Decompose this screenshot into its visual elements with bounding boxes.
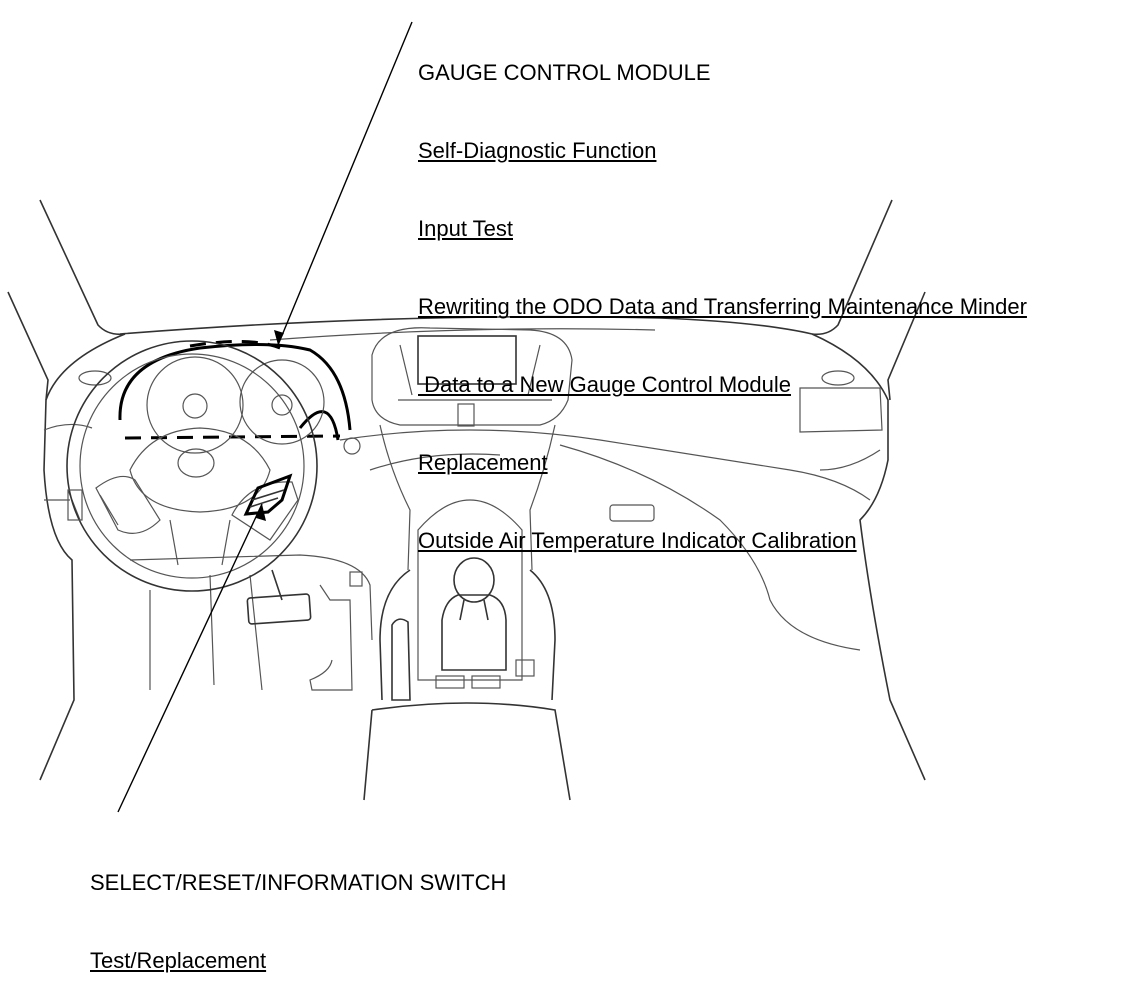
right-air-vent [821,370,855,386]
rewriting-odo-data-link[interactable]: Rewriting the ODO Data and Transferring … [418,294,1027,319]
switch-leader-arrow [256,504,266,521]
shift-knob-neck [459,599,489,621]
test-replacement-link[interactable]: Test/Replacement [90,948,267,973]
brake-pedal [246,593,312,625]
center-stack-body [379,424,556,571]
switch-leader [117,503,263,813]
console-button-right [471,675,501,689]
replacement-link[interactable]: Replacement [418,450,548,475]
right-outer-pillar [887,291,926,401]
steering-wheel-rim [66,340,318,592]
outside-air-temperature-calibration-link[interactable]: Outside Air Temperature Indicator Calibr… [418,528,857,553]
brake-pedal-arm [271,569,283,601]
dashboard-top [119,315,813,335]
switch-detail [249,489,285,508]
steering-wheel-rim-inner [79,353,305,579]
left-panel-switch [67,489,83,521]
left-spoke [95,475,161,534]
steering-wheel-hub [129,427,271,513]
center-console [379,569,556,701]
accelerator-pedal [309,584,353,691]
console-button-left [435,675,465,689]
gauge-control-module-leader [277,21,413,346]
rewriting-odo-data-link-cont[interactable]: Data to a New Gauge Control Module [418,372,791,397]
dashboard-upper-line [269,328,656,341]
footrest [349,571,363,587]
dashboard-left-end [39,333,126,781]
driver-knee-panel [129,554,373,641]
console-side-switch [515,659,535,677]
left-gauge [146,356,244,454]
gauge-control-module-title: GAUGE CONTROL MODULE [418,60,711,85]
parking-brake [391,618,411,701]
self-diagnostic-function-link[interactable]: Self-Diagnostic Function [418,138,657,163]
left-air-vent [78,370,112,386]
emblem [177,448,215,478]
left-a-pillar [39,199,126,336]
navigation-screen [417,335,517,385]
shift-boot [441,594,507,671]
dash-lower-sweep [339,429,871,501]
right-dash-trim [799,387,883,471]
gauge-leader-arrow [274,330,284,345]
center-console-opening [417,499,523,681]
ignition-switch [343,437,361,455]
armrest [363,702,571,801]
select-reset-information-switch-callout: SELECT/RESET/INFORMATION SWITCH Test/Rep… [90,818,506,1000]
glove-box-handle [609,504,655,522]
lower-spoke [169,519,231,566]
left-outer-pillar [7,291,49,401]
center-stack-hood [371,327,573,426]
select-reset-information-switch-title: SELECT/RESET/INFORMATION SWITCH [90,870,507,895]
select-reset-information-switch-part [243,473,293,516]
input-test-link[interactable]: Input Test [418,216,513,241]
right-gauge-hub [271,394,293,416]
cluster-dashed-top [189,340,281,350]
left-gauge-hub [182,393,208,419]
dashboard-illustration [7,21,926,813]
cluster-dashed-outline [124,434,341,440]
cluster-hood-bold [118,342,352,431]
hazard-button [457,403,475,427]
shift-knob [453,557,495,603]
dashboard-right-end [811,333,926,781]
screen-housing [398,344,552,401]
gauge-control-module-callout: GAUGE CONTROL MODULE Self-Diagnostic Fun… [418,8,1027,580]
cluster-right-bold [298,410,340,441]
dash-lower-sweep-2 [369,444,861,651]
right-gauge [239,359,325,445]
right-a-pillar [811,199,893,336]
floor-left [149,574,263,691]
